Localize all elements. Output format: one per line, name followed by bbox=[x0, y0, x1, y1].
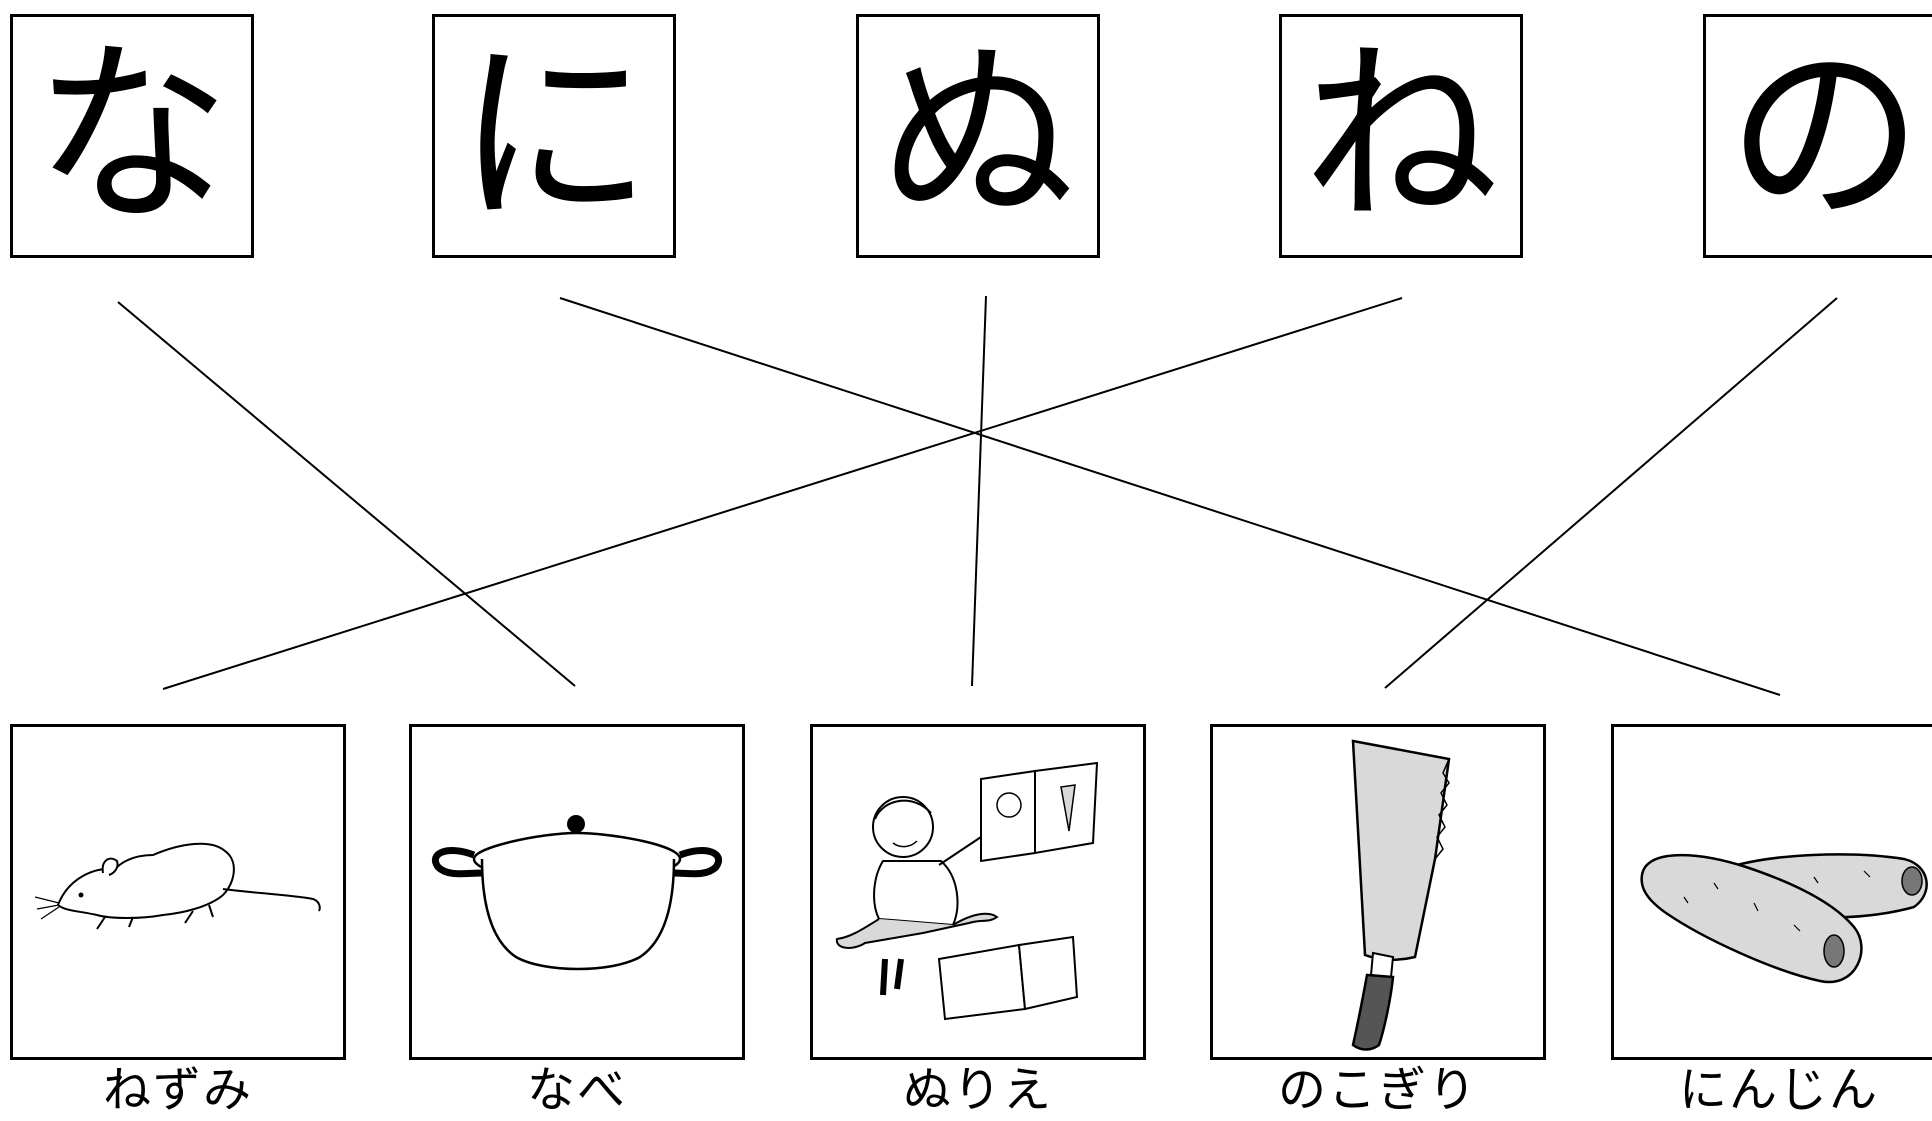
picture-box-coloring[interactable] bbox=[810, 724, 1146, 1060]
kana-box-na[interactable]: な bbox=[10, 14, 254, 258]
match-line-no-nokogiri bbox=[1384, 297, 1838, 689]
kana-box-no[interactable]: の bbox=[1703, 14, 1932, 258]
saw-icon bbox=[1351, 739, 1451, 1051]
kana-box-ni[interactable]: に bbox=[432, 14, 676, 258]
kana-box-nu[interactable]: ぬ bbox=[856, 14, 1100, 258]
picture-box-saw[interactable] bbox=[1210, 724, 1546, 1060]
kana-character: の bbox=[1726, 22, 1923, 250]
match-line-ne-nezumi bbox=[162, 297, 1403, 690]
kana-character: ぬ bbox=[879, 22, 1076, 250]
kana-character: な bbox=[33, 22, 230, 250]
mouse-icon bbox=[34, 842, 321, 930]
coloring-child-icon bbox=[835, 761, 1099, 1021]
pot-icon bbox=[432, 815, 722, 971]
picture-label: ねずみ bbox=[102, 1062, 253, 1118]
match-line-na-nabe bbox=[117, 301, 576, 687]
kana-box-ne[interactable]: ね bbox=[1279, 14, 1523, 258]
carrot-icon bbox=[1640, 853, 1928, 984]
picture-box-mouse[interactable] bbox=[10, 724, 346, 1060]
picture-box-carrot[interactable] bbox=[1611, 724, 1932, 1060]
picture-box-pot[interactable] bbox=[409, 724, 745, 1060]
picture-label: のこぎり bbox=[1277, 1062, 1478, 1118]
kana-character: ね bbox=[1302, 22, 1499, 250]
picture-label: ぬりえ bbox=[902, 1062, 1053, 1118]
picture-label: にんじん bbox=[1678, 1062, 1879, 1118]
picture-label: なべ bbox=[526, 1062, 627, 1118]
match-line-nu-nurie bbox=[971, 295, 987, 687]
kana-character: に bbox=[455, 22, 652, 250]
match-line-ni-ninjin bbox=[559, 297, 1781, 696]
